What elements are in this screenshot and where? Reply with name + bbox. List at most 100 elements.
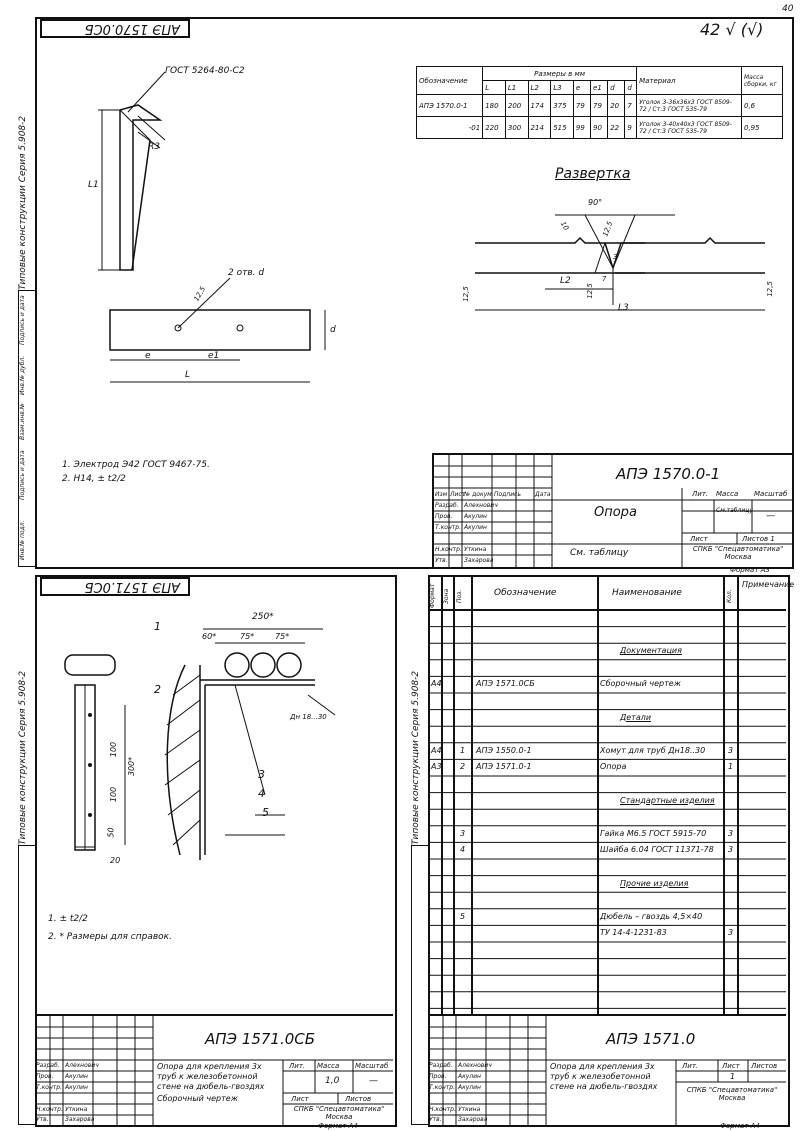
razvertka-d4: 7 — [602, 275, 607, 283]
top-series-label: Типовые конструкции Серия 5.908-2 — [18, 115, 28, 290]
razvertka-l3: L3 — [618, 303, 629, 313]
spec-row-pos: 1 — [460, 745, 466, 755]
br-tb-lit: Лит. — [682, 1062, 699, 1070]
spec-row-pos: 2 — [460, 762, 466, 772]
spec-row-name: Документация — [620, 646, 682, 656]
page-mark: √ (√) — [725, 20, 764, 39]
br-tb-name: Опора для крепления 3х труб к железобето… — [550, 1062, 658, 1091]
spec-row-name: Сборочный чертеж — [600, 679, 681, 689]
row0-v7: 7 — [624, 94, 638, 117]
br-h-designation: Обозначение — [494, 588, 557, 598]
bl-callout-3: 3 — [258, 768, 265, 781]
bl-title-grid — [35, 1016, 393, 1125]
top-tb-name-2: Акулин — [464, 524, 487, 531]
row1-v4: 99 — [572, 116, 592, 139]
row1-v1: 300 — [504, 116, 529, 139]
spec-row-pos: 5 — [460, 911, 466, 921]
bl-tb-name-4: Захарова — [65, 1116, 95, 1123]
top-tb-role-3: Н.контр. — [435, 546, 462, 553]
row1-v2: 214 — [527, 116, 552, 139]
bl-callout-4: 4 — [258, 787, 265, 800]
br-spec-grid — [428, 575, 786, 1015]
top-tb-head-0: Изм — [435, 491, 448, 498]
row0-mass: 0,6 — [741, 94, 783, 117]
col-mass: Масса сборки, кг — [741, 66, 783, 95]
bl-tb-role-1: Пров. — [36, 1073, 54, 1080]
bl-tb-name-0: Алехнович — [65, 1062, 99, 1069]
bl-dim-100b: 100 — [109, 786, 119, 803]
col-h-1: L1 — [504, 80, 529, 95]
hole-label: 2 отв. d — [228, 268, 265, 278]
razvertka-l2: L2 — [560, 276, 571, 286]
br-series-label: Типовые конструкции Серия 5.908-2 — [411, 670, 421, 845]
row0-material: Уголок 3-36x36x3 ГОСТ 8509-72 / Ст.3 ГОС… — [636, 94, 742, 117]
row0-v1: 200 — [504, 94, 529, 117]
bl-tb-org: СПКБ "Спецавтоматика" Москва — [293, 1105, 385, 1121]
col-h-3: L3 — [550, 80, 574, 95]
spec-row-pos: 3 — [460, 828, 466, 838]
razvertka-title: Развертка — [555, 166, 631, 182]
col-material: Материал — [636, 66, 742, 95]
bl-tb-role-4: Утв. — [36, 1116, 49, 1123]
page-number-value: 42 — [700, 20, 721, 39]
bl-tb-role-2: Т.контр. — [36, 1084, 63, 1091]
row1-v0: 220 — [482, 116, 506, 139]
spec-row-qty: 1 — [728, 762, 734, 772]
br-side-strip — [411, 845, 429, 1125]
bl-tb-list: Лист — [291, 1095, 309, 1103]
row1-v7: 9 — [624, 116, 638, 139]
razvertka-d6: 12,5 — [461, 286, 470, 302]
razvertka-drawing — [475, 214, 765, 311]
bl-sheet-frame — [35, 575, 397, 1127]
top-tb-head-2: № докум. — [464, 491, 494, 498]
br-title-block: АПЭ 1571.0 Опора для крепления 3х труб к… — [428, 1014, 786, 1125]
top-side-label-1: Инв.№ подл. — [19, 520, 26, 561]
bl-dim-300: 300* — [127, 756, 137, 777]
spec-row-format: А4 — [431, 745, 442, 755]
spec-row-name: Детали — [620, 712, 652, 722]
row1-mass: 0,95 — [741, 116, 783, 139]
top-tb-head-4: Дата — [535, 491, 551, 498]
bl-tb-role-0: Разраб. — [36, 1062, 60, 1069]
top-tb-role-2: Т.контр. — [435, 524, 462, 531]
bl-dim-75a: 75* — [240, 632, 255, 641]
br-tb-name-1: Акулин — [458, 1073, 481, 1080]
col-span-header: Размеры в мм — [482, 66, 638, 81]
dim-d: d — [330, 325, 336, 335]
top-side-label-2: Подпись и дата — [19, 450, 26, 500]
br-tb-name-0: Алехнович — [458, 1062, 492, 1069]
dim-e: e — [145, 351, 151, 361]
spec-row-name: Гайка М6.5 ГОСТ 5915-70 — [600, 828, 707, 838]
size-table: Обозначение Размеры в мм Материал Масса … — [415, 66, 783, 139]
top-tb-head-1: Лист — [450, 491, 466, 498]
col-h-2: L2 — [527, 80, 552, 95]
bl-format: Формат А4 — [318, 1122, 358, 1130]
row1-v6: 22 — [607, 116, 626, 139]
col-h-5: e1 — [590, 80, 609, 95]
top-tb-material: См. таблицу — [570, 548, 629, 558]
bl-series-label: Типовые конструкции Серия 5.908-2 — [18, 670, 28, 845]
row0-v3: 375 — [550, 94, 574, 117]
bl-tb-lit: Лит. — [289, 1062, 306, 1070]
spec-row-name: Опора — [600, 762, 627, 772]
spec-row-name: Хомут для труб Дн18..30 — [600, 745, 706, 755]
bl-note-2: 2. * Размеры для справок. — [48, 932, 172, 942]
top-tb-lit: Лит. — [692, 490, 709, 498]
bl-side-strip — [18, 845, 36, 1125]
page-number: 42 √ (√) — [700, 20, 763, 39]
br-tb-name-2: Акулин — [458, 1084, 481, 1091]
bl-dim-250: 250* — [252, 612, 274, 622]
top-tb-org: СПКБ "Спецавтоматика" Москва — [692, 545, 784, 561]
top-tb-role-0: Разраб. — [435, 502, 459, 509]
br-tb-list-value: 1 — [730, 1072, 736, 1081]
col-h-6: d — [607, 80, 626, 95]
bl-tb-doc: АПЭ 1571.0СБ — [205, 1030, 316, 1048]
dim-L: L — [185, 370, 191, 380]
spec-row-name: Стандартные изделия — [620, 795, 715, 805]
br-tb-role-4: Утв. — [429, 1116, 442, 1123]
top-side-label-4: Инв.№ дубл. — [19, 355, 26, 395]
col-h-7: d — [624, 80, 638, 95]
row0-v0: 180 — [482, 94, 506, 117]
bl-dim-20: 20 — [110, 856, 121, 865]
spec-row-qty: 3 — [728, 745, 734, 755]
